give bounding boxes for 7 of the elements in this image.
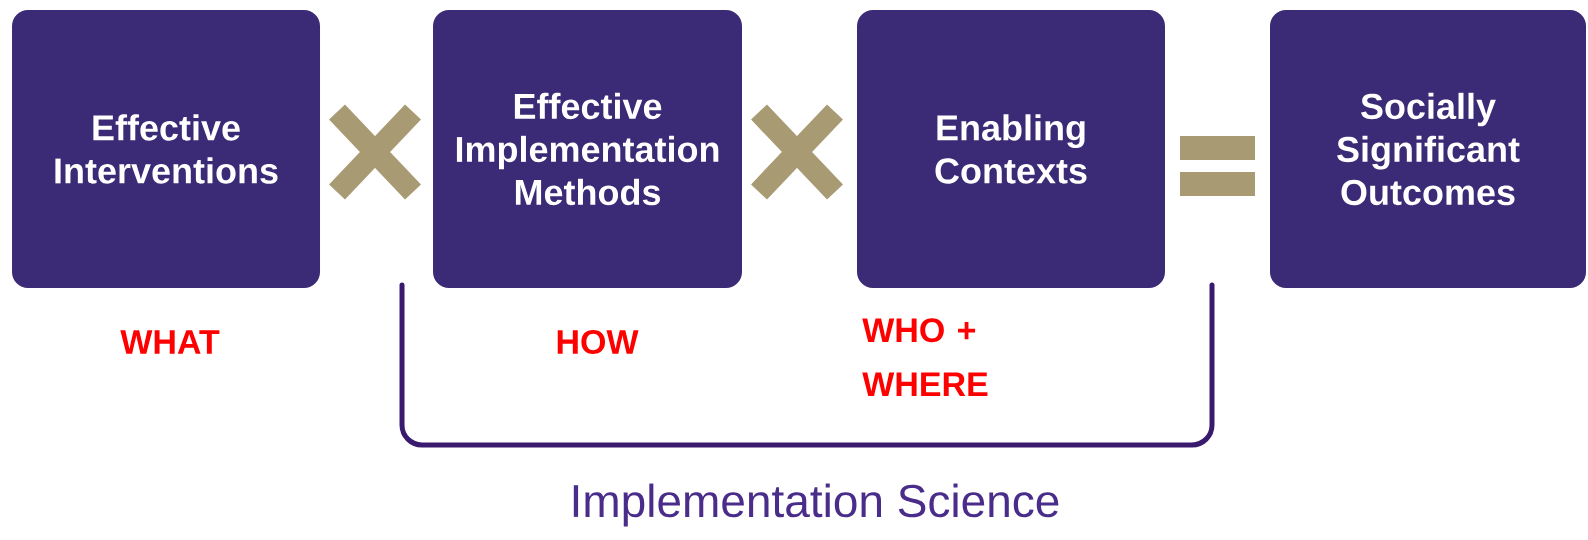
process-box: Socially Significant Outcomes: [1270, 10, 1586, 288]
process-box: Effective Interventions: [12, 10, 320, 288]
process-box: Effective Implementation Methods: [433, 10, 742, 288]
category-label: HOW: [557, 329, 639, 354]
process-box: Enabling Contexts: [857, 10, 1165, 288]
category-label: WHAT: [120, 330, 220, 354]
caption-text: Implementation Science: [573, 483, 1059, 527]
